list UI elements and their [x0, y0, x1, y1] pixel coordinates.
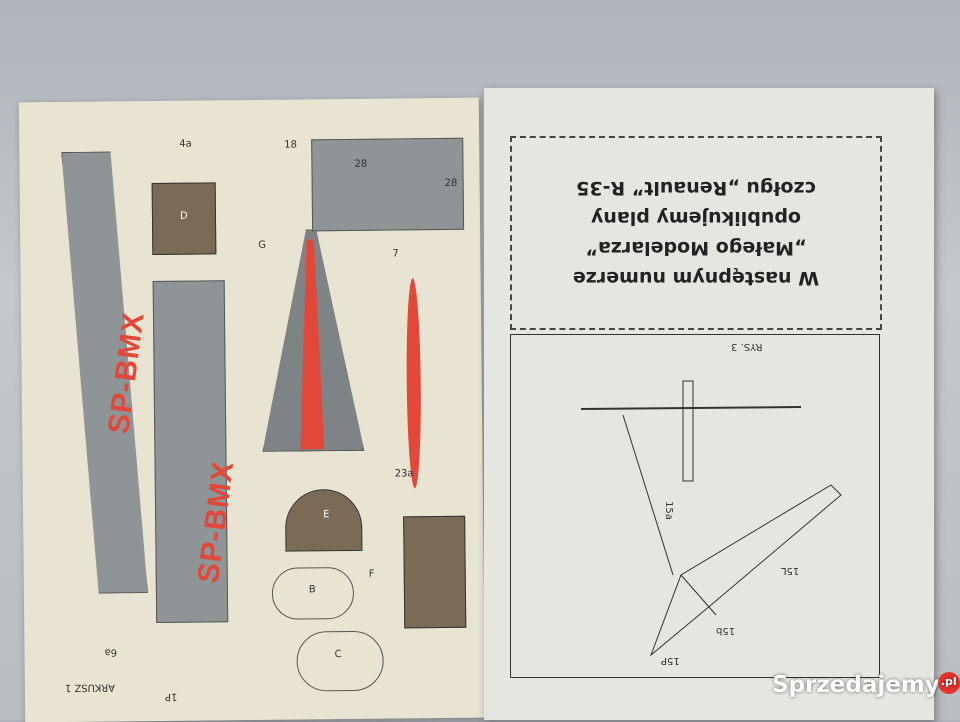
part-label: E [323, 509, 330, 521]
part-label: F [368, 568, 375, 580]
part-label: 1P [164, 690, 178, 702]
diagram-label: 15b [716, 625, 736, 636]
wing-red-part [405, 278, 422, 489]
diagram-label: 15a [662, 501, 674, 520]
model-sheet-page: SP-BMX SP-BMX 28 28 4a 18 B C D E F G 7 … [18, 97, 486, 722]
sheet-label: ARKUSZ 1 [64, 681, 116, 693]
notice-line: czołgu „Renault” R-35 [576, 177, 816, 199]
part-label: D [179, 210, 188, 222]
watermark-tld: .pl [937, 672, 960, 694]
notice-line: „Małego Modelarza” [585, 237, 807, 259]
diagram-label: 15P [661, 655, 680, 666]
part-label: 23a [394, 468, 414, 480]
part-label: 28 [354, 158, 368, 170]
panel-28 [311, 137, 465, 232]
magazine-page: W następnym numerze „Małego Modelarza” o… [484, 88, 934, 720]
next-issue-notice: W następnym numerze „Małego Modelarza” o… [510, 136, 882, 330]
diagram-caption: RYS. 3 [731, 341, 763, 352]
diagram-label: 15L [781, 565, 800, 576]
part-label: 28 [444, 177, 458, 189]
assembly-diagram: RYS. 3 15a 15b 15L 15P [510, 334, 880, 678]
part-label: G [258, 239, 267, 251]
part-label: 6a [104, 646, 118, 658]
part-label: C [334, 649, 342, 661]
part-label: 18 [284, 139, 298, 151]
part-planking [403, 515, 467, 629]
part-label: B [308, 584, 316, 596]
part-label: 7 [392, 248, 399, 260]
watermark-brand: Sprzedajemy [772, 672, 940, 698]
notice-line: opublikujemy plany [591, 207, 802, 229]
part-label: 4a [179, 138, 192, 150]
notice-line: W następnym numerze [572, 267, 820, 289]
watermark-logo: Sprzedajemy.pl [772, 672, 960, 698]
part-c [296, 630, 384, 692]
wing-drawing [580, 380, 842, 657]
